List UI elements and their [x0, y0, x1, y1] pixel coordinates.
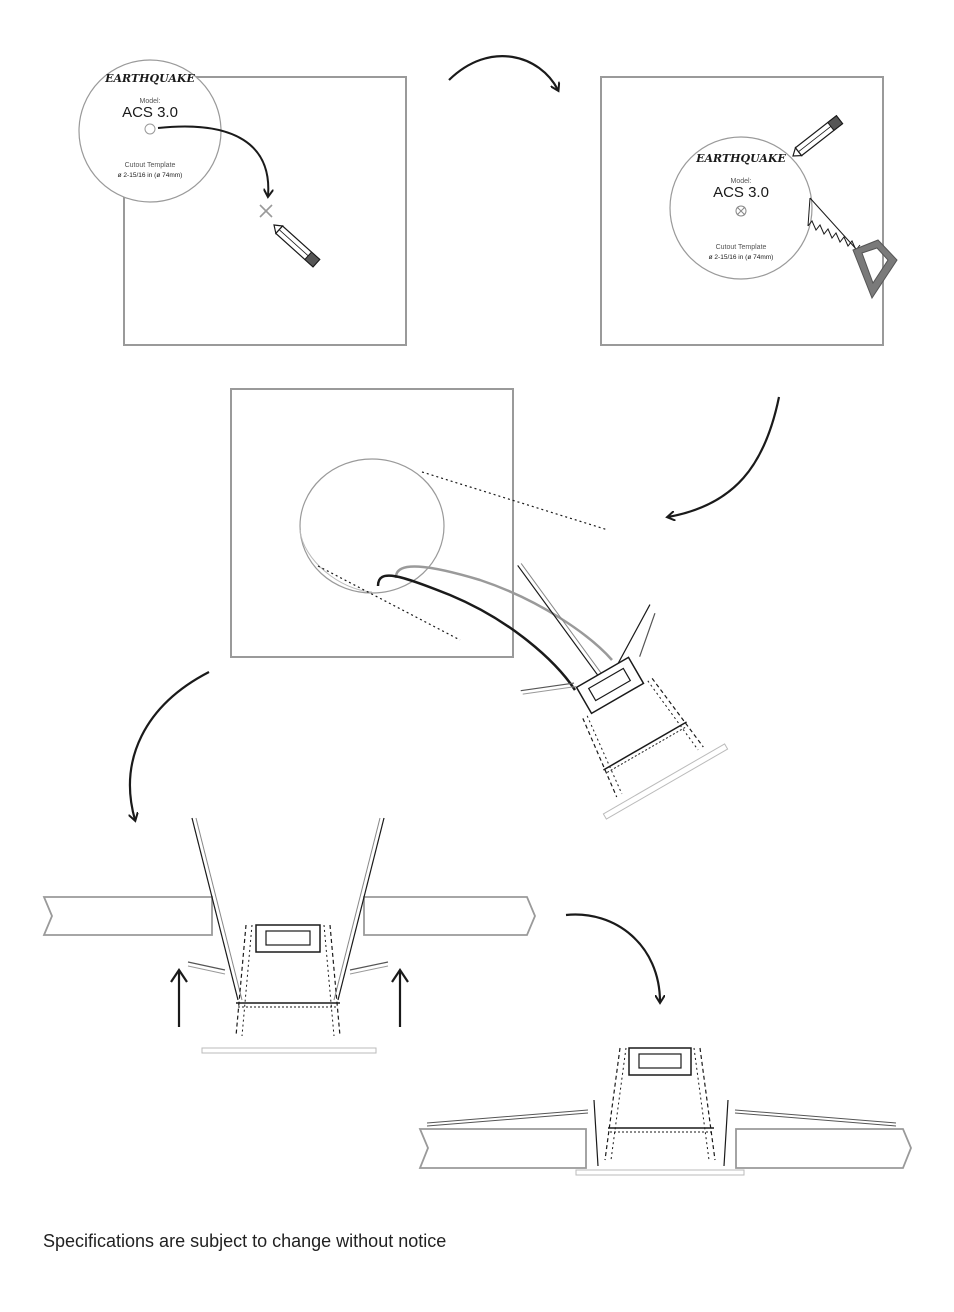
cutout-template: EARTHQUAKE Model: ACS 3.0 Cutout Templat…: [78, 59, 222, 203]
cross-mark-icon: [259, 204, 273, 218]
pencil-icon: [792, 114, 844, 157]
disclaimer-text: Specifications are subject to change wit…: [43, 1231, 447, 1251]
cross-mark-icon: [735, 205, 747, 217]
cutout-template: EARTHQUAKE Model: ACS 3.0 Cutout Templat…: [669, 136, 813, 280]
pencil-icon: [273, 224, 321, 268]
speaker-module-tilted: [517, 563, 729, 820]
up-arrow-icon: [391, 968, 409, 1027]
template-cutout-label: Cutout Template: [716, 244, 767, 251]
ceiling-board-right: [363, 896, 536, 936]
template-cutout-size: ø 2-15/16 in (ø 74mm): [118, 172, 183, 179]
ceiling-board-left: [42, 896, 213, 936]
template-model-label: Model:: [730, 178, 751, 185]
ceiling-hole: [299, 458, 445, 594]
step-5-installed: [418, 1047, 912, 1176]
template-brand: EARTHQUAKE: [695, 152, 786, 165]
template-center-hole: [144, 123, 156, 135]
speaker-module: [575, 1047, 745, 1176]
template-cutout-label: Cutout Template: [125, 162, 176, 169]
projection-line: [317, 565, 461, 641]
template-brand: EARTHQUAKE: [104, 72, 195, 85]
step-2-cut-hole: EARTHQUAKE Model: ACS 3.0 Cutout Templat…: [600, 76, 898, 346]
ceiling-board-right: [735, 1128, 912, 1169]
step-arrow-1: [448, 55, 558, 90]
up-arrow-icon: [170, 968, 188, 1027]
template-model-name: ACS 3.0: [122, 104, 178, 121]
step-arrow-3: [130, 671, 210, 820]
step-arrow-2: [668, 396, 781, 517]
step-arrow-4: [565, 913, 660, 1002]
step-1-mark-center: EARTHQUAKE Model: ACS 3.0 Cutout Templat…: [78, 59, 407, 346]
speaker-wire-grey: [394, 565, 613, 661]
speaker-module: [187, 817, 389, 1054]
template-model-label: Model:: [139, 98, 160, 105]
transfer-arrow: [157, 125, 268, 196]
template-model-name: ACS 3.0: [713, 184, 769, 201]
ceiling-board-left: [418, 1128, 587, 1169]
step-4-insert-speaker: [42, 817, 536, 1054]
speaker-wire-black: [376, 574, 577, 691]
saw-icon: [807, 197, 898, 300]
template-cutout-size: ø 2-15/16 in (ø 74mm): [709, 254, 774, 261]
step-3-connect-speaker: [230, 388, 729, 820]
